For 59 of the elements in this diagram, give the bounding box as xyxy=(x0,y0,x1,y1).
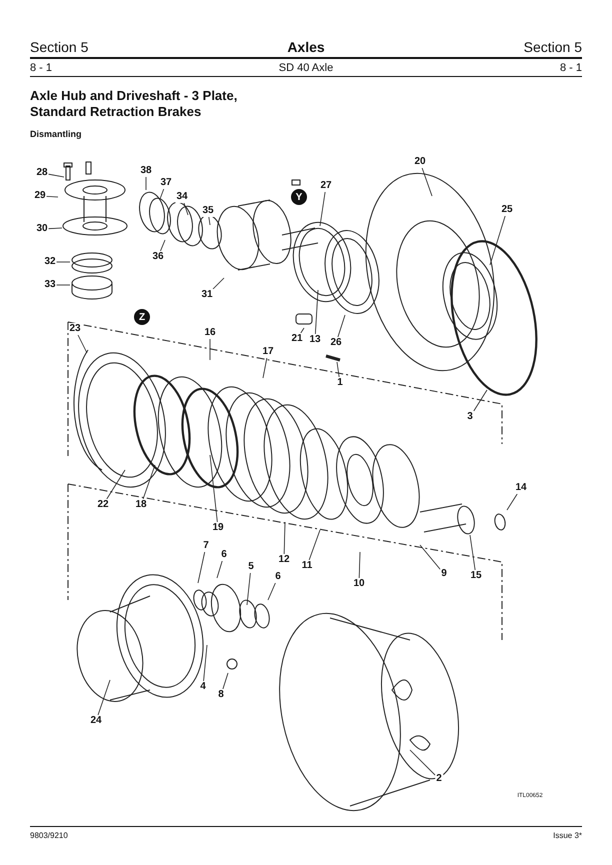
header-text: SD 40 Axle xyxy=(278,63,334,74)
view-reference-marker: Z xyxy=(134,309,150,325)
callout-number: 6 xyxy=(274,571,282,583)
leader-line xyxy=(470,534,476,570)
leader-line xyxy=(338,314,346,338)
leader-line xyxy=(160,240,166,252)
callout-number: 37 xyxy=(159,177,173,189)
header-text: Axles xyxy=(287,40,325,54)
leader-line xyxy=(268,582,276,600)
leader-line xyxy=(410,750,436,776)
subheading: Dismantling xyxy=(30,130,82,139)
leader-line xyxy=(160,188,164,200)
header-text: 8 - 1 xyxy=(30,63,52,74)
leader-line xyxy=(56,284,70,286)
leader-line xyxy=(422,168,432,196)
leader-line xyxy=(142,464,156,500)
view-reference-marker: Y xyxy=(291,189,307,205)
callout-number: 17 xyxy=(261,346,275,358)
callout-number: 25 xyxy=(500,204,514,216)
header-text: Section 5 xyxy=(30,40,88,54)
page-title: Axle Hub and Driveshaft - 3 Plate, Standard Retraction Brakes xyxy=(30,88,238,120)
leader-line xyxy=(320,192,326,226)
leader-line xyxy=(48,228,62,230)
callout-number: 20 xyxy=(413,156,427,168)
header-text: Section 5 xyxy=(524,40,582,54)
callout-number: 6 xyxy=(220,549,228,561)
leader-line xyxy=(46,196,58,198)
leader-line xyxy=(203,644,208,682)
footer-text: Issue 3* xyxy=(553,832,582,840)
leader-line xyxy=(420,544,441,570)
leader-line xyxy=(336,362,340,378)
leader-line xyxy=(358,552,360,578)
footer-text: 9803/9210 xyxy=(30,832,68,840)
leader-line xyxy=(78,334,88,354)
leader-line xyxy=(490,216,506,266)
leader-line xyxy=(106,470,126,500)
leader-line xyxy=(98,680,110,716)
leader-line xyxy=(300,328,304,334)
leader-line xyxy=(222,672,228,690)
leader-line xyxy=(246,572,251,606)
leader-line xyxy=(212,278,224,290)
callout-number: 14 xyxy=(514,482,528,494)
leader-line xyxy=(48,174,64,178)
leader-line xyxy=(262,358,268,378)
leader-line xyxy=(314,290,318,334)
callout-number: 34 xyxy=(175,191,189,203)
callout-number: 23 xyxy=(68,323,82,335)
leader-line xyxy=(208,216,210,226)
header-text: 8 - 1 xyxy=(560,63,582,74)
callout-number: 35 xyxy=(201,205,215,217)
leader-line xyxy=(506,494,518,510)
leader-line xyxy=(184,202,188,216)
callout-number: 7 xyxy=(202,540,210,552)
leader-line xyxy=(216,560,223,578)
leader-line xyxy=(198,552,206,584)
leader-line xyxy=(284,522,286,554)
leader-line xyxy=(210,454,218,522)
leader-line xyxy=(308,530,320,560)
leader-line xyxy=(473,390,488,412)
